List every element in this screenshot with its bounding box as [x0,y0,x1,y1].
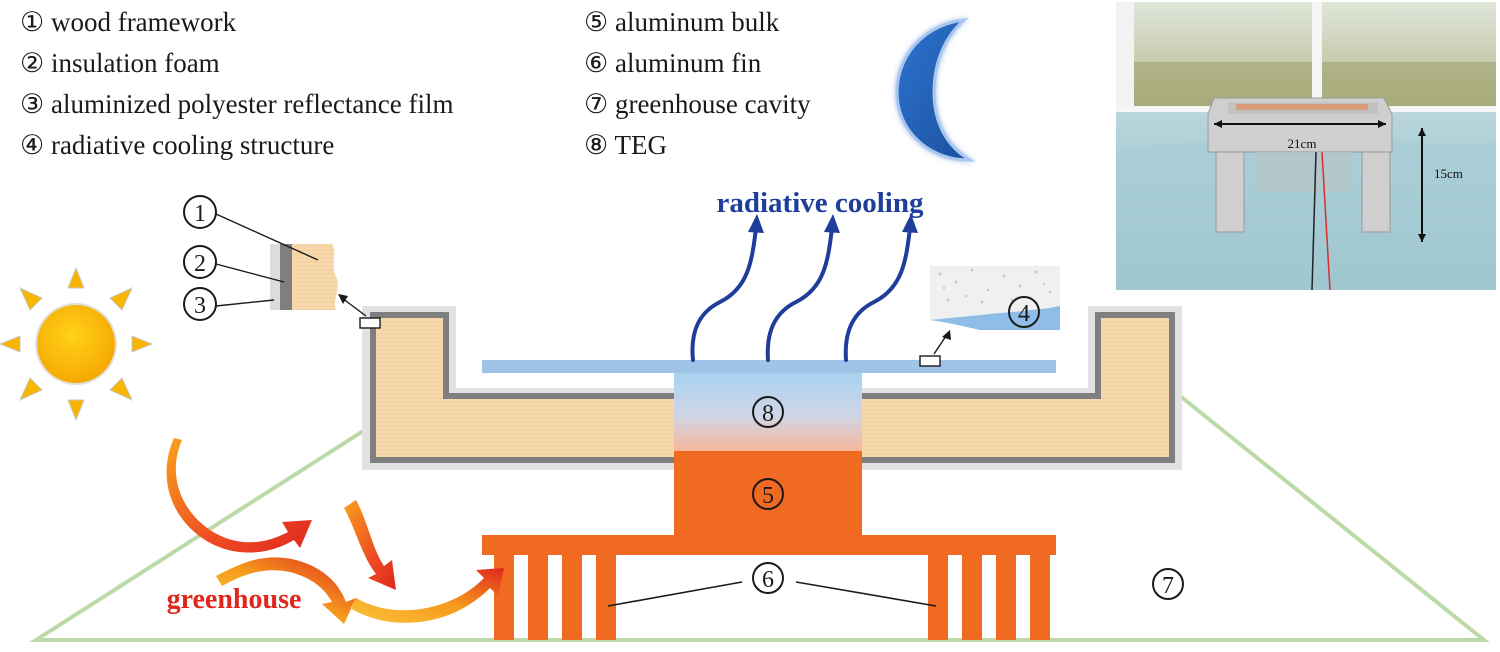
aluminum-fin [562,555,582,640]
fin-leader-line-right [795,581,937,607]
prototype-photo: 21cm 15cm [1116,2,1496,290]
teg-block [674,373,862,451]
svg-text:4: 4 [1018,301,1030,327]
inset-callout-three: 3 [183,287,275,321]
legend-item-reflectance-film: ③ aluminized polyester reflectance film [20,89,454,119]
sun-icon [0,266,154,422]
svg-text:1: 1 [194,201,206,227]
aluminum-fin [996,555,1016,640]
aluminum-fin-base [482,535,1056,555]
greenhouse-label: greenhouse [167,584,302,615]
heat-arrow-icon [166,438,504,624]
svg-text:5: 5 [762,483,774,509]
legend-item-teg: ⑧ TEG [584,130,667,160]
legend-item-insulation-foam: ② insulation foam [20,48,220,78]
inset-callout-one: 1 [183,195,319,261]
cooling-inset-source-marker [919,355,941,367]
svg-text:6: 6 [762,567,774,593]
inset-callout-two: 2 [183,245,285,283]
legend-item-aluminum-bulk: ⑤ aluminum bulk [584,7,780,37]
svg-text:3: 3 [194,293,206,319]
callout-six: 6 [752,562,784,594]
inset-pointer-line [341,297,367,317]
legend-item-wood-framework: ① wood framework [20,7,237,37]
cooling-structure-inset: 4 [930,266,1060,330]
inset-pointer-arrowhead [338,294,348,304]
svg-text:7: 7 [1162,573,1174,599]
aluminum-fin [1030,555,1050,640]
legend-item-aluminum-fin: ⑥ aluminum fin [584,48,762,78]
aluminum-fin [928,555,948,640]
cooling-inset-pointer-line [933,335,947,355]
callout-five: 5 [752,478,784,510]
inset-source-marker [359,317,381,329]
radiative-cooling-arrowheads [748,214,918,233]
callout-eight: 8 [752,396,784,428]
aluminum-bulk [674,451,862,537]
moon-icon [895,17,976,162]
callout-seven: 7 [1152,568,1184,600]
legend-item-greenhouse-cavity: ⑦ greenhouse cavity [584,89,811,119]
wood-framework-body [376,318,1169,457]
photo-height-label: 15cm [1434,166,1463,181]
svg-text:8: 8 [762,401,774,427]
aluminum-fin [494,555,514,640]
layer-detail-inset [270,244,338,310]
cooling-inset-pointer-arrowhead [942,330,951,340]
aluminum-fin [596,555,616,640]
radiative-cooling-label: radiative cooling [716,187,924,219]
fin-leader-line-left [607,581,743,607]
aluminum-fin [528,555,548,640]
radiative-cooling-arrow-icon [690,226,912,362]
svg-text:2: 2 [194,251,206,277]
photo-width-label: 21cm [1288,136,1317,151]
aluminum-fin [962,555,982,640]
legend-item-radiative-cooling-structure: ④ radiative cooling structure [20,130,335,160]
radiative-cooling-plate [482,360,1056,373]
